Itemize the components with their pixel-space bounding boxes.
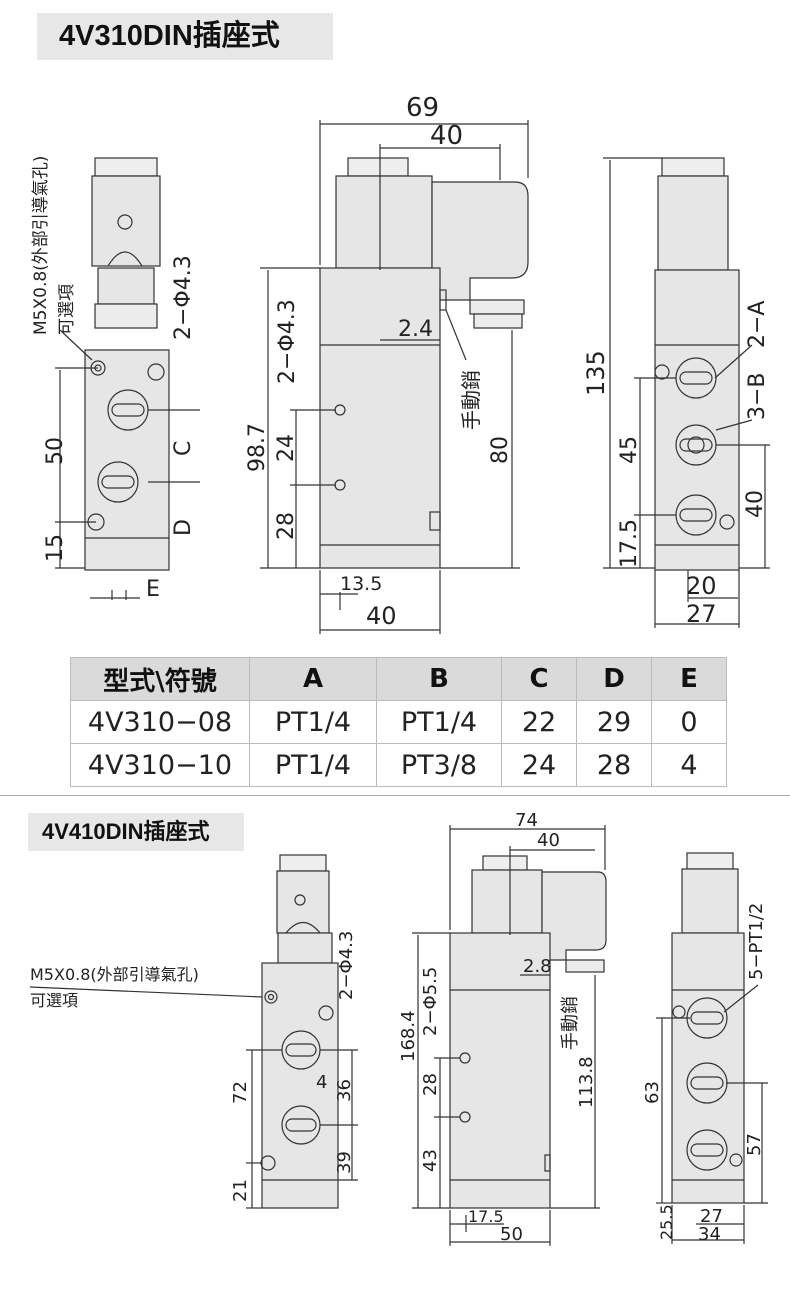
dim-28-s2: 28 xyxy=(420,1073,441,1096)
m5-label: M5X0.8(外部引導氣孔) xyxy=(31,156,51,335)
dim-40-s2: 40 xyxy=(537,830,560,851)
optional-label: 可選項 xyxy=(57,284,77,335)
header-b: B xyxy=(376,657,502,701)
dim-98-7: 98.7 xyxy=(245,423,270,472)
table-header-row: 型式\符號 A B C D E xyxy=(70,657,727,701)
header-e: E xyxy=(651,657,727,701)
manual-pin-label-2: 手動銷 xyxy=(560,996,581,1050)
dim-113-8: 113.8 xyxy=(576,1056,597,1108)
dim-17-5-s2: 17.5 xyxy=(468,1207,504,1226)
dim-4: 4 xyxy=(316,1072,327,1093)
dim-15: 15 xyxy=(43,534,68,562)
dim-63: 63 xyxy=(642,1081,663,1104)
cell-model: 4V310−08 xyxy=(70,700,250,744)
dim-27-s2: 27 xyxy=(700,1206,723,1227)
dim-28: 28 xyxy=(274,512,299,540)
4v410-side-view xyxy=(412,825,607,1246)
header-d: D xyxy=(576,657,652,701)
mid-holes-label: 2−Φ4.3 xyxy=(275,299,300,384)
dim-50-s2: 50 xyxy=(500,1224,523,1245)
cell-d: 29 xyxy=(576,700,652,744)
optional-label-2: 可選項 xyxy=(30,991,78,1010)
dim-168-4: 168.4 xyxy=(398,1010,419,1062)
port-b: 3−B xyxy=(745,372,770,420)
cell-a: PT1/4 xyxy=(249,700,377,744)
dim-40-right: 40 xyxy=(743,490,768,518)
header-model: 型式\符號 xyxy=(70,657,250,701)
4v310-end-view xyxy=(603,157,770,628)
dim-36: 36 xyxy=(334,1079,355,1102)
label-c: C xyxy=(171,441,196,456)
spec-table: 型式\符號 A B C D E 4V310−08 PT1/4 PT1/4 22 … xyxy=(70,657,727,787)
section-title-4v310: 4V310DIN插座式 xyxy=(37,13,333,60)
section-title-4v410: 4V410DIN插座式 xyxy=(28,813,244,851)
label-e: E xyxy=(146,577,160,602)
dim-135: 135 xyxy=(582,350,610,396)
label-d: D xyxy=(171,519,196,536)
section-divider xyxy=(0,795,790,796)
holes-label-2: 2−Φ4.3 xyxy=(336,931,357,1000)
dim-25-5: 25.5 xyxy=(657,1204,676,1240)
dim-13-5: 13.5 xyxy=(340,573,382,595)
dim-20: 20 xyxy=(686,572,717,600)
dim-50: 50 xyxy=(43,437,68,465)
cell-b: PT1/4 xyxy=(376,700,502,744)
dim-69: 69 xyxy=(406,93,439,123)
header-a: A xyxy=(249,657,377,701)
holes-label: 2−Φ4.3 xyxy=(171,255,196,340)
dim-74: 74 xyxy=(515,810,538,831)
cell-e: 0 xyxy=(651,700,727,744)
4v310-side-view xyxy=(260,120,529,634)
manual-pin-label: 手動銷 xyxy=(459,370,483,430)
cell-model: 4V310−10 xyxy=(70,743,250,787)
port-label-s2: 5−PT1/2 xyxy=(746,903,767,980)
dim-40-top: 40 xyxy=(430,121,463,151)
dim-24: 24 xyxy=(274,434,299,462)
holes-label-s2-mid: 2−Φ5.5 xyxy=(420,967,441,1036)
dim-39: 39 xyxy=(334,1151,355,1174)
dim-2-4: 2.4 xyxy=(398,317,433,342)
4v410-front-view xyxy=(29,854,358,1209)
table-row: 4V310−08 PT1/4 PT1/4 22 29 0 xyxy=(70,700,727,744)
header-c: C xyxy=(501,657,577,701)
dim-40-bottom: 40 xyxy=(366,602,397,630)
port-a: 2−A xyxy=(745,301,770,348)
dim-72: 72 xyxy=(230,1081,251,1104)
dim-27: 27 xyxy=(686,600,717,628)
cell-c: 24 xyxy=(501,743,577,787)
cell-d: 28 xyxy=(576,743,652,787)
dim-17-5: 17.5 xyxy=(617,519,642,568)
cell-c: 22 xyxy=(501,700,577,744)
dim-43: 43 xyxy=(420,1149,441,1172)
cell-b: PT3/8 xyxy=(376,743,502,787)
4v410-end-view xyxy=(656,852,768,1244)
dim-80: 80 xyxy=(488,436,513,464)
cell-e: 4 xyxy=(651,743,727,787)
dim-57: 57 xyxy=(744,1133,765,1156)
dim-34: 34 xyxy=(698,1224,721,1245)
m5-label-2: M5X0.8(外部引導氣孔) xyxy=(30,965,199,984)
cell-a: PT1/4 xyxy=(249,743,377,787)
dim-21: 21 xyxy=(230,1179,251,1202)
4v310-front-view xyxy=(55,157,200,600)
dim-45: 45 xyxy=(617,436,642,464)
dim-2-8: 2.8 xyxy=(523,956,552,977)
table-row: 4V310−10 PT1/4 PT3/8 24 28 4 xyxy=(70,743,727,787)
